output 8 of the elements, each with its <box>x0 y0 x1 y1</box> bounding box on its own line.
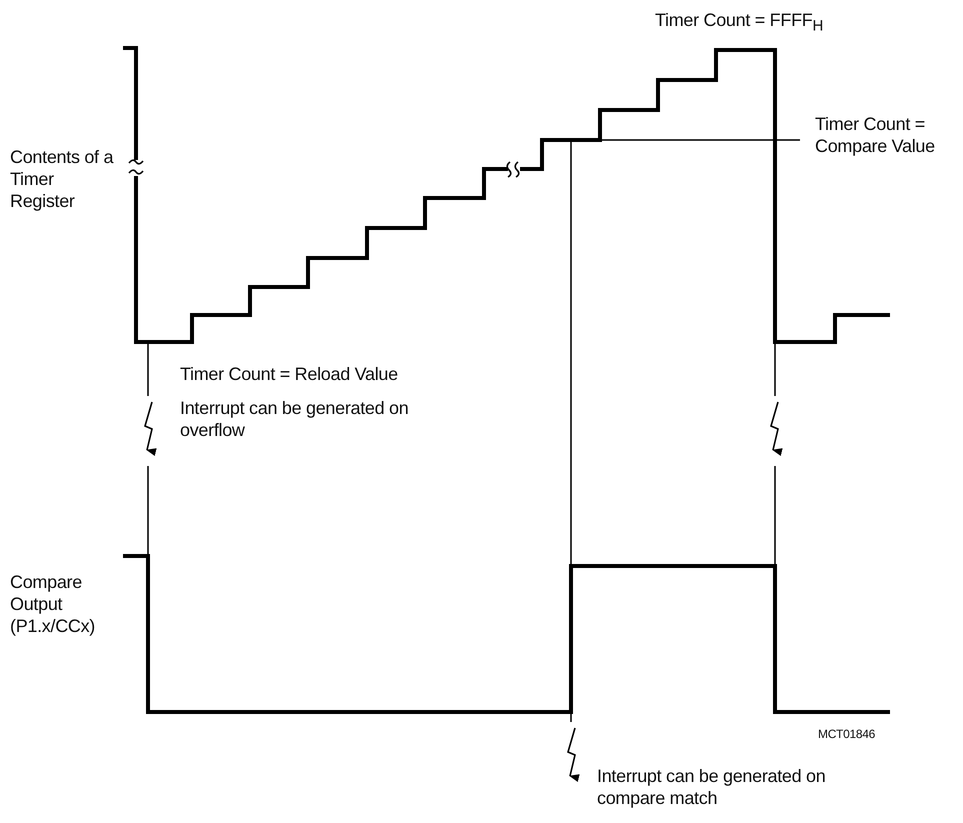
annotation-text: Contents of a Timer Register <box>10 147 114 213</box>
annotation-text: Timer Count = FFFF$_{H}$ <box>655 10 824 36</box>
annotation-text: MCT01846 <box>818 727 876 742</box>
annotation-text: Timer Count = Reload Value <box>180 364 399 386</box>
annotation-text: Interrupt can be generated on compare match <box>597 766 826 810</box>
annotation-text: Compare Output (P1.x/CCx) <box>10 572 96 638</box>
annotation-text: Timer Count = Compare Value <box>815 114 936 158</box>
annotation-text: Interrupt can be generated on overflow <box>180 398 410 442</box>
